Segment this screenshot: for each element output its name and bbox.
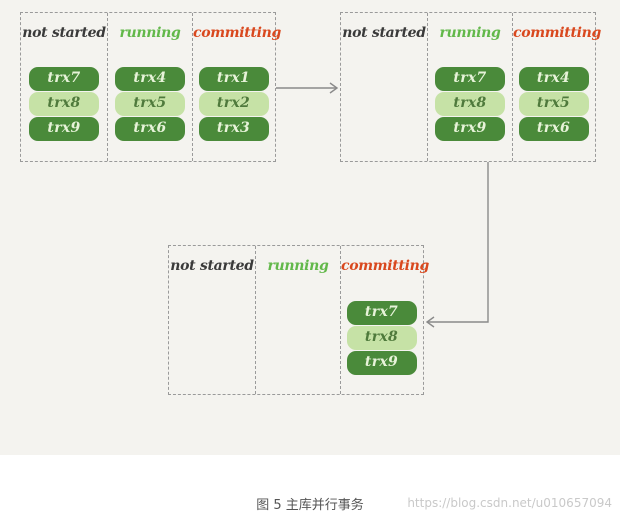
trx-pill: trx7 xyxy=(346,301,417,325)
stage-2-running-column: running trx7 trx8 trx9 xyxy=(427,13,512,161)
diagram-canvas: not started trx7 trx8 trx9 running trx4 … xyxy=(0,0,620,455)
stage-2-committing-column: committing trx4 trx5 trx6 xyxy=(512,13,602,161)
trx-pill: trx8 xyxy=(435,92,505,116)
trx-pill: trx8 xyxy=(29,92,99,116)
running-label: running xyxy=(119,25,181,41)
trx-pill: trx4 xyxy=(115,67,185,91)
trx-pill: trx6 xyxy=(115,117,185,141)
stage-3-box: not started running committing trx7 trx8… xyxy=(168,245,430,395)
arrow-stage2-to-stage3-head xyxy=(425,316,435,328)
trx-pill: trx7 xyxy=(29,67,99,91)
running-label: running xyxy=(267,258,329,274)
trx-pill: trx3 xyxy=(198,117,269,141)
arrows-layer xyxy=(276,82,489,328)
committing-label: committing xyxy=(341,258,430,274)
trx-pill: trx9 xyxy=(346,351,417,375)
stage-1-not-started-column: not started trx7 trx8 trx9 xyxy=(21,13,107,161)
figure-caption: 图 5 主库并行事务 xyxy=(256,498,364,513)
not-started-label: not started xyxy=(342,25,426,41)
committing-label: committing xyxy=(513,25,602,41)
trx-pill: trx8 xyxy=(346,326,417,350)
trx-pill: trx2 xyxy=(198,92,269,116)
watermark: https://blog.csdn.net/u010657094 xyxy=(407,496,612,510)
arrow-stage2-to-stage3 xyxy=(427,162,489,323)
trx-pill: trx7 xyxy=(435,67,505,91)
stage-1-running-column: running trx4 trx5 trx6 xyxy=(107,13,192,161)
stage-2-box: not started running trx7 trx8 trx9 commi… xyxy=(340,12,602,162)
trx-pill: trx4 xyxy=(518,67,589,91)
trx-pill: trx5 xyxy=(518,92,589,116)
stage-1-committing-column: committing trx1 trx2 trx3 xyxy=(192,13,282,161)
trx-pill: trx6 xyxy=(518,117,589,141)
committing-label: committing xyxy=(193,25,282,41)
stage-3-running-column: running xyxy=(255,246,340,394)
stage-2-not-started-column: not started xyxy=(341,13,427,161)
stage-3-not-started-column: not started xyxy=(169,246,255,394)
arrow-stage1-to-stage2-head xyxy=(329,82,339,94)
trx-pill: trx9 xyxy=(435,117,505,141)
stage-3-committing-column: committing trx7 trx8 trx9 xyxy=(340,246,430,394)
trx-pill: trx9 xyxy=(29,117,99,141)
stage-1-box: not started trx7 trx8 trx9 running trx4 … xyxy=(20,12,282,162)
trx-pill: trx1 xyxy=(198,67,269,91)
running-label: running xyxy=(439,25,501,41)
trx-pill: trx5 xyxy=(115,92,185,116)
not-started-label: not started xyxy=(22,25,106,41)
not-started-label: not started xyxy=(170,258,254,274)
